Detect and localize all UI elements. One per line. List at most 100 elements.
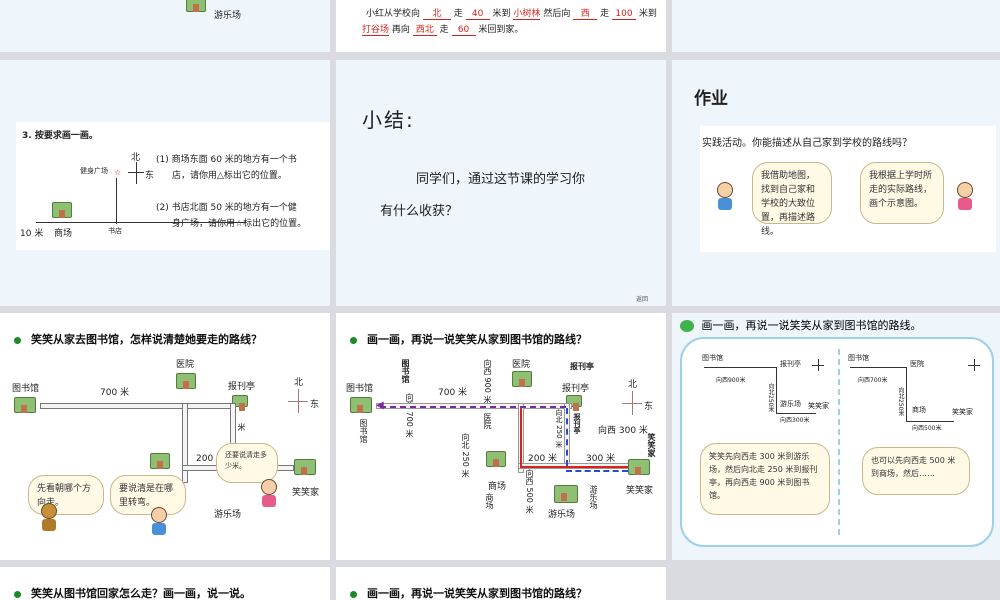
question-1: (1) 商场东面 60 米的地方有一个书 (156, 155, 297, 165)
scale-label: 10 米 (20, 229, 44, 239)
title-text: 笑笑从家去图书馆，怎样说清楚她要走的路线？ (31, 333, 262, 346)
right-home: 笑笑家 (952, 408, 973, 416)
text: 米回到家。 (478, 25, 524, 35)
left-park: 游乐场 (780, 400, 801, 408)
home-building-icon (628, 459, 650, 475)
route-red-bottom (520, 466, 628, 468)
library-side-label: 图书馆 (359, 419, 368, 443)
sketch-panel: 图书馆 报刊亭 向西900米 向北250米 游乐场 向西300米 笑笑家 图书馆… (680, 337, 994, 547)
answer-dist2: 100 (611, 9, 636, 20)
north-250-label-2: 向北 250 米 (461, 433, 470, 478)
text: 走 (453, 9, 463, 19)
north-label: 北 (294, 378, 304, 388)
answer-dist3: 60 (451, 25, 476, 36)
home-building-icon (294, 459, 316, 475)
text: 再向 (391, 25, 410, 35)
boy-icon (714, 182, 736, 210)
north-250-label: 向北 250 米 (555, 409, 563, 448)
slide11-title: 画一画，再说一说笑笑从家到图书馆的路线？ (350, 585, 587, 600)
slide-3[interactable] (672, 0, 1000, 52)
slide-10[interactable]: 笑笑从图书馆回家怎么走？画一画，说一说。 (0, 567, 330, 600)
newsstand-label: 报刊亭 (228, 382, 256, 392)
text: 小红从学校向 (366, 9, 421, 19)
slide-11[interactable]: 画一画，再说一说笑笑从家到图书馆的路线？ (336, 567, 666, 600)
slide9-title: 画一画，再说一说笑笑从家到图书馆的路线。 (680, 317, 922, 333)
right-west-700: 向西700米 (858, 377, 888, 384)
route-red-vertical (520, 408, 522, 466)
slide2-line2: 打谷场 再向 西北 走 60 米回到家。 (362, 22, 523, 36)
park-building-icon (554, 485, 578, 503)
boy-icon (148, 507, 170, 535)
left-compass-h (812, 365, 824, 366)
homework-question: 实践活动。你能描述从自己家到学校的路线吗？ (702, 138, 912, 149)
left-newsstand: 报刊亭 (780, 360, 801, 368)
slide-7[interactable]: 笑笑从家去图书馆，怎样说清楚她要走的路线？ 图书馆 医院 报刊亭 北 东 700… (0, 313, 330, 560)
right-mall: 商场 (912, 406, 926, 414)
home-label: 笑笑家 (292, 488, 320, 498)
bookstore-label: 书店 (108, 227, 122, 235)
slide8-title: 画一画，再说一说笑笑从家到图书馆的路线？ (350, 331, 587, 347)
mall-building-icon (52, 202, 72, 218)
library-label: 图书馆 (12, 384, 40, 394)
newsstand-top-label: 报刊亭 (570, 362, 594, 371)
distance-700: 700 米 (100, 388, 130, 398)
slide-6[interactable]: 作业 实践活动。你能描述从自己家到学校的路线吗？ 我借助地图，找到自己家和学校的… (672, 60, 1000, 306)
text: 走 (600, 9, 610, 19)
north-label: 北 (628, 380, 638, 390)
bubble-distance: 还要说清走多少米。 (216, 443, 278, 483)
hospital-label: 医院 (176, 360, 195, 370)
mall-side-label: 商场 (485, 493, 494, 509)
west-500-label: 向西 500 米 (525, 469, 534, 514)
slide-8[interactable]: 画一画，再说一说笑笑从家到图书馆的路线？ 图书馆 图书馆 图书馆 向西 900 … (336, 313, 666, 560)
slide10-title: 笑笑从图书馆回家怎么走？画一画，说一说。 (14, 585, 251, 600)
home-label: 笑笑家 (626, 486, 654, 496)
left-west-300: 向西300米 (780, 417, 810, 424)
answer-place2: 打谷场 (362, 25, 390, 36)
girl-icon (954, 182, 976, 210)
library-vertical-label: 图书馆 (401, 359, 410, 383)
number-line (36, 222, 246, 223)
mall-label: 商场 (488, 482, 507, 492)
distance-200: 200 米 (196, 454, 226, 464)
route-purple (380, 406, 566, 408)
mall-building-icon (150, 453, 170, 469)
slide-9[interactable]: 画一画，再说一说笑笑从家到图书馆的路线。 图书馆 报刊亭 向西900米 向北25… (672, 313, 1000, 560)
title-text: 画一画，再说一说笑笑从家到图书馆的路线。 (701, 319, 922, 332)
slide-2[interactable]: 小红从学校向 北 走 40 米到 小树林 然后向 西 走 100 米到 打谷场 … (336, 0, 666, 52)
summary-heading: 小结: (362, 108, 415, 132)
left-road-h2 (776, 413, 816, 414)
hospital-building-icon (512, 371, 532, 387)
slide-5[interactable]: 小结: 同学们，通过这节课的学习你 有什么收获？ 返回 (336, 60, 666, 306)
hospital-label: 医院 (512, 360, 531, 370)
answer-dir1: 北 (422, 6, 451, 20)
road-top (40, 403, 236, 409)
slide2-line1: 小红从学校向 北 走 40 米到 小树林 然后向 西 走 100 米到 (366, 6, 657, 20)
summary-body-line1: 同学们，通过这节课的学习你 (416, 172, 586, 187)
newsstand-building-icon (232, 395, 248, 411)
title-text: 画一画，再说一说笑笑从家到图书馆的路线？ (367, 587, 587, 600)
hospital-building-icon (176, 373, 196, 389)
library-label: 图书馆 (346, 384, 374, 394)
bullet-icon (350, 590, 357, 598)
left-west-900: 向西900米 (716, 377, 746, 384)
distance-200: 200 米 (528, 454, 558, 464)
return-button[interactable]: 返回 (636, 296, 649, 303)
park-label: 游乐场 (548, 510, 576, 520)
compass-horizontal (288, 401, 308, 402)
bubble-left: 我借助地图，找到自己家和学校的大致位置，再描述路线。 (752, 162, 832, 237)
slide-4[interactable]: 3. 按要求画一画。 北 东 健身广场 ☆ 10 米 商场 书店 (1) 商场东… (0, 60, 330, 306)
slide7-title: 笑笑从家去图书馆，怎样说清楚她要走的路线？ (14, 331, 262, 347)
left-home: 笑笑家 (808, 402, 829, 410)
answer-place1: 小树林 (513, 9, 541, 20)
bubble-right: 我根据上学时所走的实际路线，画个示意图。 (860, 162, 944, 224)
bullet-icon (14, 590, 21, 598)
bullet-icon (14, 336, 21, 344)
route-blue-bottom (566, 470, 628, 472)
road-vertical-1 (182, 403, 188, 483)
right-road-v (906, 367, 907, 421)
compass-horizontal (622, 403, 642, 404)
right-library: 图书馆 (848, 354, 869, 362)
vertical-guide (116, 178, 117, 224)
slide-1[interactable]: 游乐场 (0, 0, 330, 52)
compass-horizontal (128, 172, 144, 173)
